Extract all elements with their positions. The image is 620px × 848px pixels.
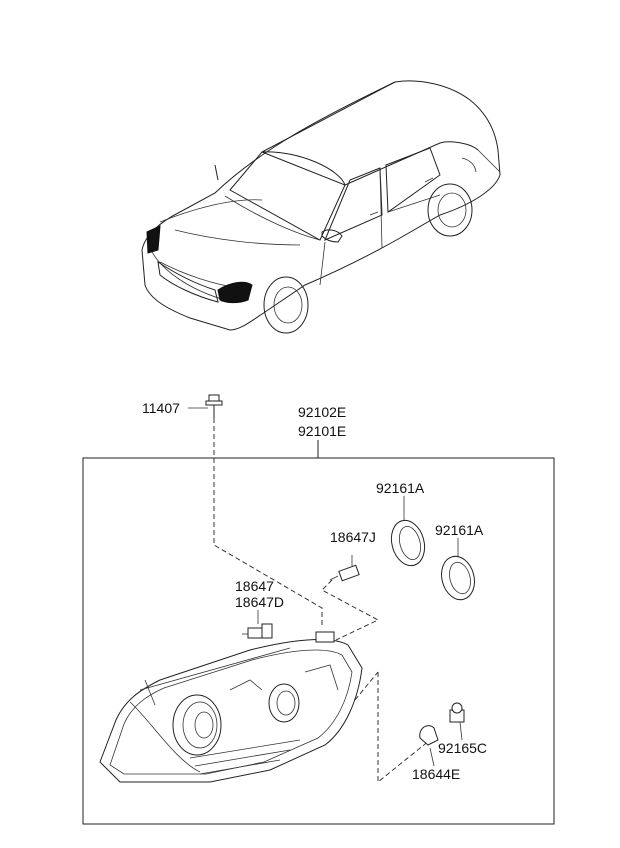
socket-18647j-leader xyxy=(321,579,379,641)
bulb-18644e xyxy=(419,725,439,767)
bulb-18647 xyxy=(242,610,273,639)
car-illustration xyxy=(141,80,501,334)
highlighted-headlamp-right xyxy=(217,281,253,304)
label-18647j: 18647J xyxy=(330,529,376,545)
socket-18647j xyxy=(329,555,360,582)
cap-92161a-upper xyxy=(390,496,426,567)
label-92101e: 92101E xyxy=(298,423,346,439)
highlighted-headlamp-left xyxy=(146,225,161,254)
cap-92161a-lower xyxy=(441,538,475,601)
turn-bulb-leader xyxy=(377,672,431,783)
label-92161a-upper: 92161A xyxy=(376,480,425,496)
label-92161a-lower: 92161A xyxy=(435,522,484,538)
headlamp-assembly xyxy=(99,631,363,783)
label-11407: 11407 xyxy=(142,400,180,416)
socket-92165c xyxy=(449,702,465,741)
label-92165c: 92165C xyxy=(438,740,487,756)
lamp-to-turn-leader xyxy=(354,671,379,701)
label-18644e: 18644E xyxy=(412,766,460,782)
label-92102e: 92102E xyxy=(298,404,346,420)
label-18647d: 18647D xyxy=(235,594,284,610)
label-18647: 18647 xyxy=(235,578,274,594)
screw-11407 xyxy=(188,394,223,418)
